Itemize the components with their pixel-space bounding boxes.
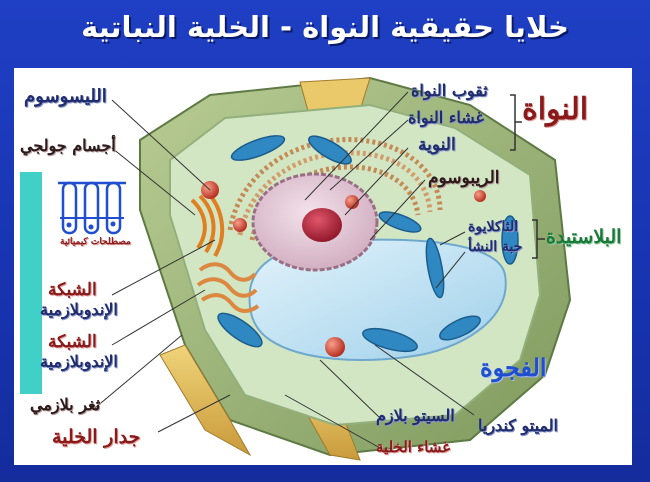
label-nucleolus: النوية — [418, 135, 456, 155]
label-er1-line2: الإندوبلازمية — [40, 300, 118, 319]
sidebar-bar — [20, 172, 42, 394]
label-lysosome: الليسوسوم — [24, 86, 107, 107]
logo-caption: مصطلحات كيميائية — [60, 237, 131, 247]
label-cell-membrane: غشاء الخلية — [376, 438, 451, 456]
label-golgi: أجسام جولجي — [20, 136, 116, 155]
label-plasmodesma: ثغر بلازمي — [30, 395, 101, 414]
label-er2-line2: الإندوبلازمية — [40, 352, 118, 371]
logo-icon — [58, 181, 126, 235]
label-cell-wall: جدار الخلية — [52, 426, 141, 448]
label-mitochondria: الميتو كندريا — [478, 416, 558, 435]
label-plastid: البلاستيدة — [546, 226, 622, 248]
chloroplasts — [217, 135, 519, 353]
nucleolus-shape — [302, 208, 342, 242]
label-nucleus: النواة — [522, 92, 589, 127]
label-ribosome: الريبوسوم — [428, 168, 500, 188]
label-thylakoid: الثاكلايوة — [468, 219, 519, 235]
label-er2-line1: الشبكة — [48, 332, 97, 352]
page-title: خلايا حقيقية النواة - الخلية النباتية — [81, 10, 569, 44]
label-cytoplasm: السيتو بلازم — [376, 406, 455, 425]
er-shape — [196, 262, 260, 313]
label-starch-grain: حبة النشأ — [468, 239, 523, 255]
label-nuclear-pores: ثقوب النواة — [411, 81, 488, 100]
label-er1-line1: الشبكة — [48, 280, 97, 300]
label-vacuole: الفجوة — [480, 353, 547, 382]
cell-wall-cut-left — [159, 344, 252, 457]
label-nuclear-membrane: غشاء النواة — [408, 108, 484, 127]
